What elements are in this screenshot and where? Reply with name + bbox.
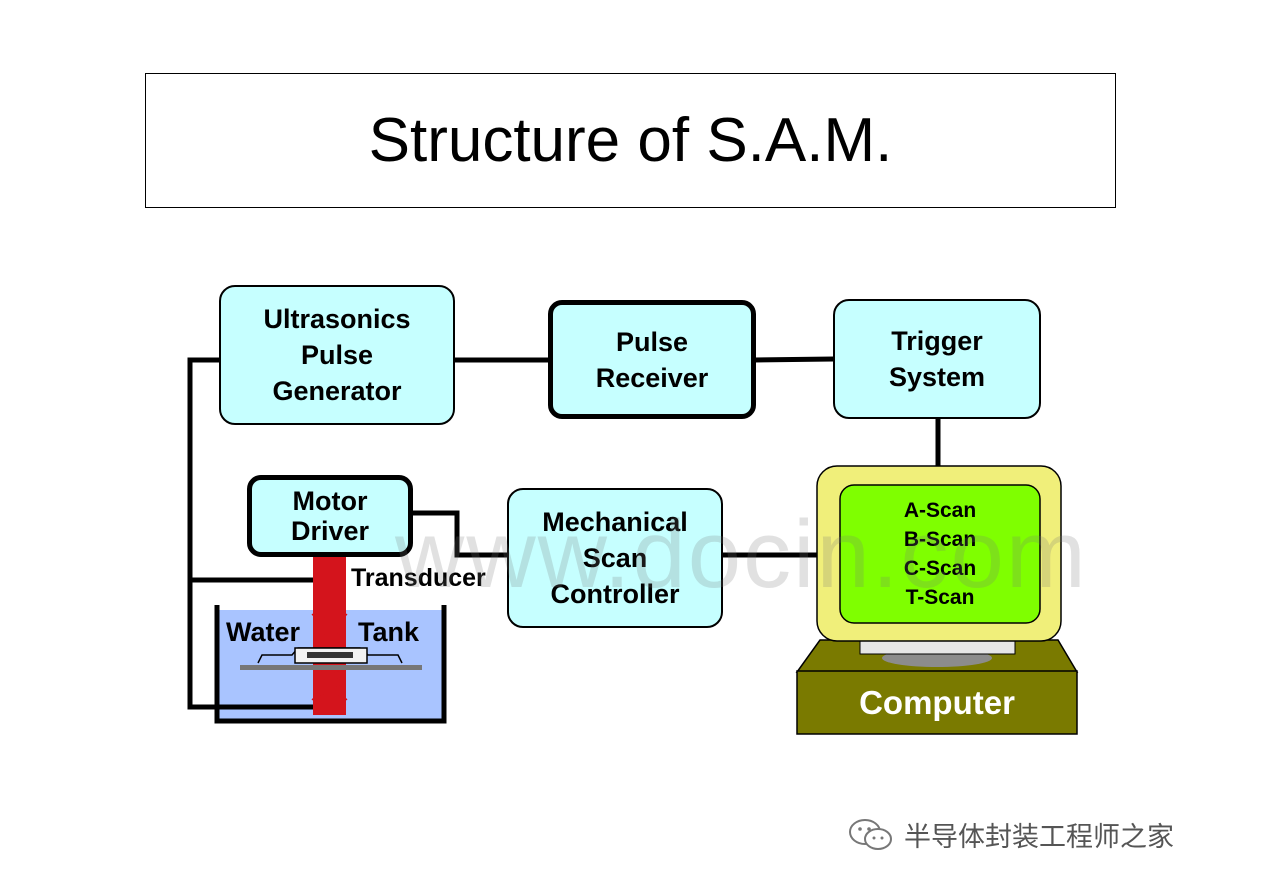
- mechanical-scan-controller-box: Mechanical Scan Controller: [507, 488, 723, 628]
- box-label-line: System: [888, 362, 986, 392]
- scan-mode-item: B-Scan: [903, 528, 977, 551]
- computer: [795, 465, 1079, 735]
- footer: 半导体封装工程师之家: [848, 815, 1174, 854]
- line-receiver-trigger: [753, 356, 835, 363]
- computer-base: [796, 670, 1078, 735]
- box-label-line: Motor: [292, 486, 368, 516]
- scan-mode-item: T-Scan: [905, 586, 975, 609]
- acoustic-waves: [311, 609, 348, 705]
- scan-mode-item: C-Scan: [903, 557, 977, 580]
- box-label-line: Generator: [272, 376, 402, 406]
- box-label-line: Mechanical: [542, 507, 688, 537]
- wechat-icon: [849, 818, 892, 850]
- scan-mode-list: A-Scan B-Scan C-Scan T-Scan: [840, 496, 1040, 612]
- title-box: Structure of S.A.M.: [145, 73, 1116, 208]
- trigger-system-box: Trigger System: [833, 299, 1041, 419]
- tank-label: Tank: [358, 617, 420, 647]
- line-generator-transducer: [187, 357, 313, 710]
- transducer-label: Transducer: [351, 564, 486, 592]
- box-label-line: Pulse: [300, 340, 374, 370]
- motor-driver-box: Motor Driver: [247, 475, 413, 557]
- monitor-screen: [839, 484, 1041, 624]
- transducer-column: [313, 555, 346, 715]
- sample-package: [240, 647, 422, 670]
- footer-text: 半导体封装工程师之家: [904, 822, 1174, 853]
- ultrasonics-pulse-generator-box: Ultrasonics Pulse Generator: [219, 285, 455, 425]
- box-label-line: Controller: [550, 579, 680, 609]
- box-label-line: Pulse: [615, 326, 689, 357]
- pulse-receiver-box: Pulse Receiver: [548, 300, 756, 419]
- page-title: Structure of S.A.M.: [368, 106, 893, 175]
- computer-label: Computer: [859, 684, 1015, 721]
- watermark: www.docin.com: [395, 501, 1088, 608]
- box-label-line: Scan: [582, 543, 648, 573]
- monitor-neck: [859, 639, 1016, 655]
- connection-lines: [187, 356, 941, 710]
- box-label-line: Ultrasonics: [263, 304, 411, 334]
- line-motor-controller: [410, 510, 509, 558]
- box-label-line: Receiver: [595, 362, 709, 393]
- box-label-line: Driver: [290, 516, 370, 546]
- water-label: Water: [226, 617, 301, 647]
- scan-mode-item: A-Scan: [903, 499, 977, 522]
- box-label-line: Trigger: [891, 326, 983, 356]
- water-tank-walls: [214, 605, 447, 724]
